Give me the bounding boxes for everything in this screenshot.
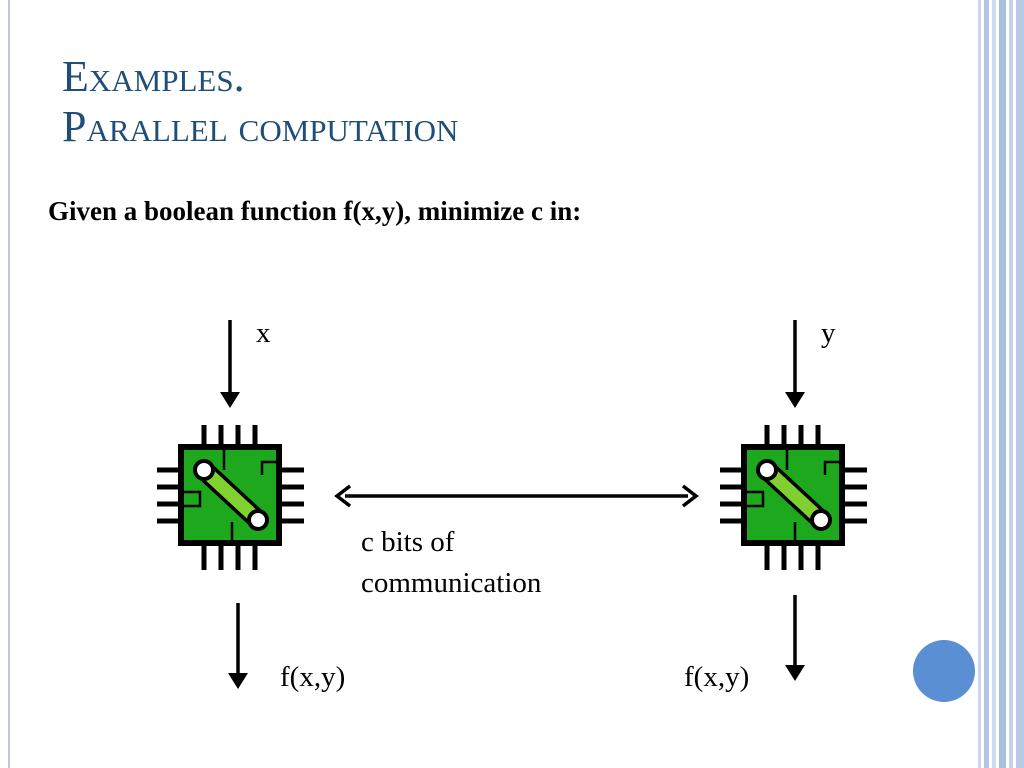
slide-title: Examples. Parallel computation	[62, 52, 458, 152]
arrow-down-input-x	[220, 320, 240, 408]
input-label-y: y	[821, 317, 836, 349]
communication-arrow	[334, 484, 699, 508]
arrow-down-output-left	[228, 603, 248, 689]
title-line-1: Examples.	[62, 52, 245, 101]
arrow-down-input-y	[785, 320, 805, 408]
decorative-circle	[913, 640, 975, 702]
processor-right-icon	[720, 425, 867, 570]
arrow-down-output-right	[785, 595, 805, 681]
left-border-line	[8, 0, 10, 768]
input-label-x: x	[256, 317, 271, 349]
channel-label-line-2: communication	[361, 567, 542, 599]
slide-subtitle: Given a boolean function f(x,y), minimiz…	[48, 196, 582, 226]
processor-left-icon	[157, 425, 304, 570]
title-line-2: Parallel computation	[62, 102, 459, 151]
output-label-left: f(x,y)	[280, 661, 345, 693]
channel-label-line-1: c bits of	[361, 526, 455, 558]
right-decorative-stripes	[978, 0, 1024, 768]
output-label-right: f(x,y)	[684, 661, 749, 693]
